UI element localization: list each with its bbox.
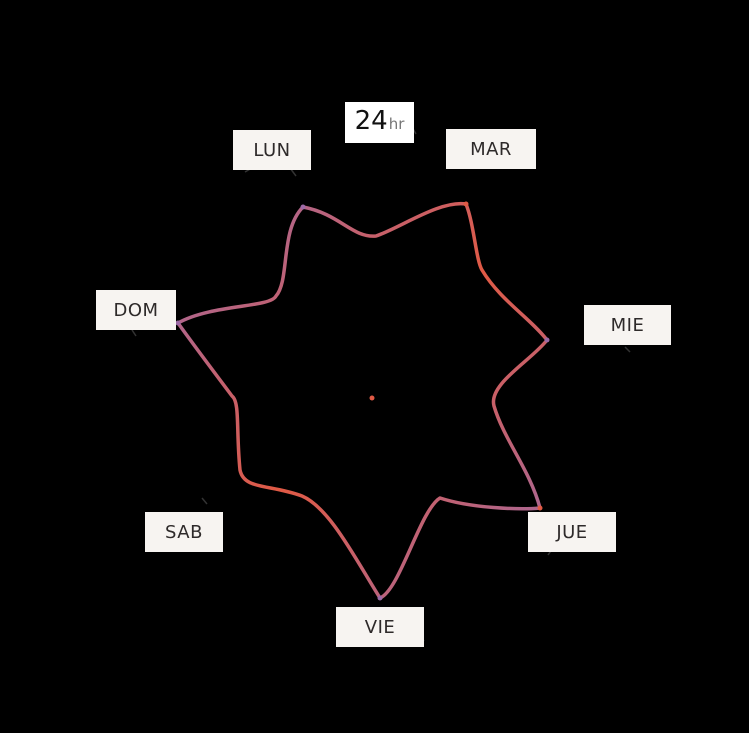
axis-label-mie: MIE (584, 305, 671, 345)
scale-unit: hr (388, 115, 405, 133)
series-points (175, 201, 550, 601)
data-point-vie (377, 595, 383, 601)
axis-label-vie: VIE (336, 607, 424, 647)
axis-label-sab: SAB (145, 512, 223, 552)
scale-label: 24 hr (345, 102, 414, 143)
axis-label-jue: JUE (528, 512, 616, 552)
axis-tick-9 (201, 497, 208, 505)
axis-label-dom: DOM (96, 290, 176, 330)
data-point-lun (300, 204, 306, 210)
axis-ticks (130, 126, 631, 646)
data-point-mie (544, 337, 550, 343)
scale-value: 24 (354, 106, 388, 136)
axis-label-mar: MAR (446, 129, 536, 169)
data-point-sab (369, 395, 375, 401)
axis-tick-11 (131, 329, 137, 337)
data-point-jue (537, 505, 543, 511)
series-line (176, 201, 549, 600)
axis-tick-5 (624, 346, 631, 353)
axis-label-lun: LUN (233, 130, 311, 170)
data-point-dom (175, 320, 181, 326)
data-point-mar (463, 201, 469, 207)
